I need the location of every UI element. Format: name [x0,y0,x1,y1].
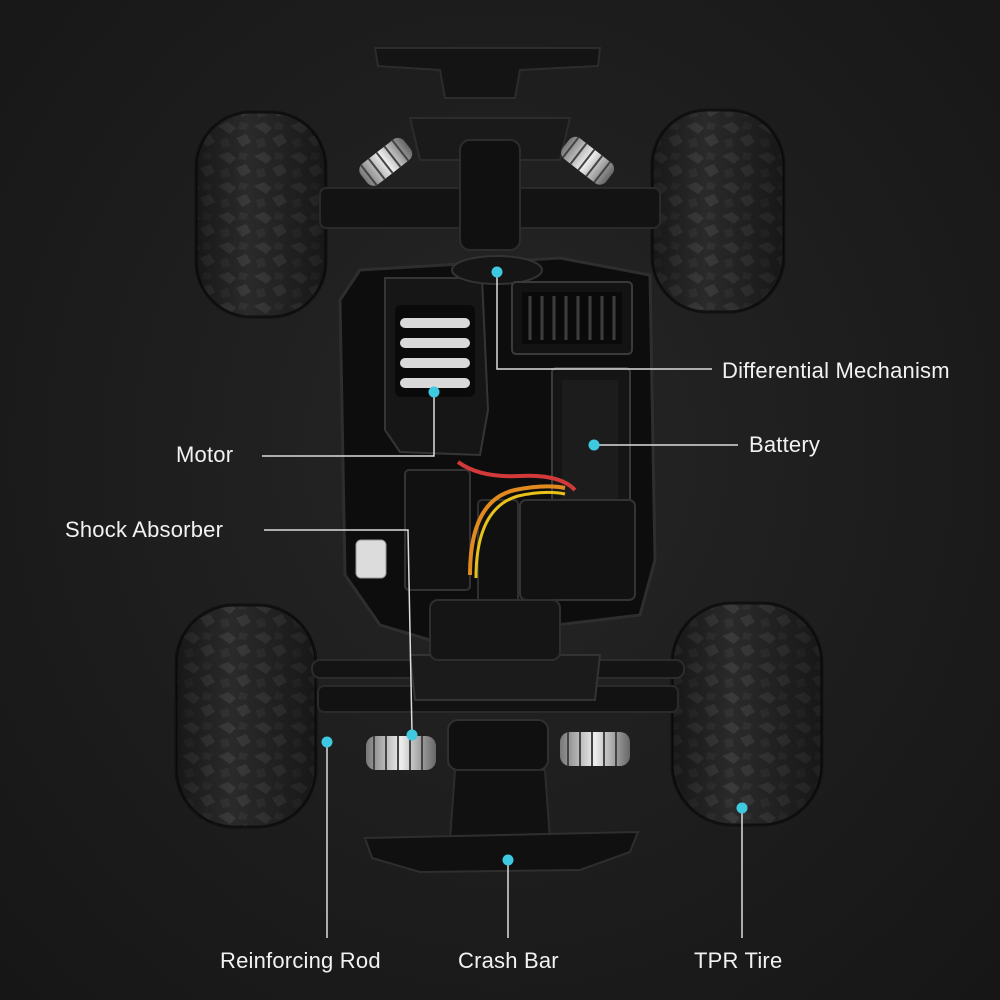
rear-left-tire [174,603,318,829]
callout-dot-differential [491,266,503,278]
callout-dot-motor [428,386,440,398]
callout-dot-shock [406,729,418,741]
front-left-tire [194,110,328,319]
label-crash-bar: Crash Bar [458,948,559,973]
wires [456,460,577,579]
motor-housing [384,277,490,457]
callout-line-shock [264,529,413,734]
label-tpr-tire: TPR Tire [694,948,783,973]
label-motor: Motor [176,442,234,467]
rear-right-tire [670,601,824,827]
callout-dot-tire [736,802,748,814]
label-differential-mechanism: Differential Mechanism [722,358,950,383]
front-right-tire [650,108,786,314]
label-reinforcing-rod: Reinforcing Rod [220,948,381,973]
callout-lines [262,272,743,938]
receiver-box [511,281,633,355]
callout-dot-rod [321,736,333,748]
label-battery: Battery [749,432,821,457]
callout-dot-battery [588,439,600,451]
front-suspension [319,47,661,251]
label-shock-absorber: Shock Absorber [65,517,224,542]
callout-line-differential [496,272,712,370]
callout-dot-crash [502,854,514,866]
callout-line-motor [262,392,435,457]
callout-dots [321,266,748,866]
rear-suspension [311,599,685,874]
